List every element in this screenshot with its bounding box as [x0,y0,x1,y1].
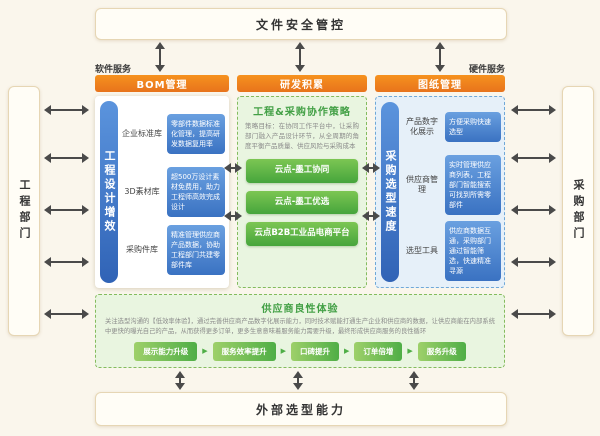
hardware-service-tag: 硬件服务 [468,65,505,75]
double-arrow-vertical-icon [294,42,306,72]
bottom-box-external-selection: 外部选型能力 [95,392,507,426]
header-segment-label: 图纸管理 [418,80,462,91]
step-service-efficiency: 服务效率提升 [212,341,276,361]
top-box-file-security: 文件安全管控 [95,8,507,40]
double-arrow-horizontal-icon [511,204,556,216]
step-arrow-icon: ▶ [202,346,208,355]
right-panel-row: 产品数字化展示 方便采购快速选型 [403,109,501,145]
left-panel-row: 企业标准库 零部件数据标准化管理，提高研发数据复用率 [121,108,225,160]
software-service-tag: 软件服务 [95,65,132,75]
step-service-upgrade: 服务升级 [417,341,466,361]
panel-collaboration-strategy: 工程&采购协作策略 策略目标：在协同工作平台中，让采购部门融入产品设计环节，从全… [237,96,367,288]
panel-engineering-design: 工程设计增效 企业标准库 零部件数据标准化管理，提高研发数据复用率 3D素材库 … [95,96,229,288]
strategy-title: 工程&采购协作策略 [253,107,351,118]
step-display-upgrade: 展示能力升级 [134,341,198,361]
top-box-label: 文件安全管控 [255,17,346,32]
row-desc-box: 超500万设计素材免费用，助力工程师高效完成设计 [167,166,225,218]
pill-procurement-selection-speed: 采购选型速度 [381,102,399,282]
header-segment-label: BOM管理 [136,80,188,91]
row-desc-box: 精准管理供应商产品数据，协助工程部门共建零部件库 [167,224,225,276]
double-arrow-horizontal-icon [224,162,242,174]
left-panel-row: 3D素材库 超500万设计素材免费用，助力工程师高效完成设计 [121,166,225,218]
step-arrow-icon: ▶ [344,346,350,355]
double-arrow-horizontal-icon [362,210,380,222]
pill-engineering-design-efficiency: 工程设计增效 [100,101,118,283]
step-reputation: 口碑提升 [291,341,339,361]
row-label: 企业标准库 [122,128,162,138]
double-arrow-horizontal-icon [511,308,556,320]
header-segment-rnd: 研发积累 [237,75,367,92]
double-arrow-horizontal-icon [44,152,89,164]
double-arrow-vertical-icon [154,42,166,72]
double-arrow-horizontal-icon [44,204,89,216]
double-arrow-horizontal-icon [224,210,242,222]
row-desc-box: 零部件数据标准化管理，提高研发数据复用率 [167,113,225,155]
panel-procurement-selection: 采购选型速度 产品数字化展示 方便采购快速选型 供应商管理 实时管理供应商列表，… [375,96,505,288]
supplier-experience-title: 供应商良性体验 [261,304,339,315]
supplier-steps: 展示能力升级 ▶ 服务效率提升 ▶ 口碑提升 ▶ 订单倍增 ▶ 服务升级 [105,341,495,361]
double-arrow-horizontal-icon [511,152,556,164]
right-panel-row: 供应商管理 实时管理供应商列表，工程部门智能搜索可找到所需零部件 [403,154,501,216]
double-arrow-horizontal-icon [44,308,89,320]
double-arrow-horizontal-icon [44,104,89,116]
right-box-procurement-dept: 采购部门 [562,86,594,336]
strategy-item-select: 云点-墨工优选 [246,190,358,215]
header-segment-label: 研发积累 [280,80,324,91]
left-box-engineering-dept: 工程部门 [8,86,40,336]
double-arrow-vertical-icon [408,371,420,390]
right-panel-row: 选型工具 供应商数据互通，采购部门通过智能筛选，快速精准寻源 [403,220,501,282]
row-label: 选型工具 [406,245,438,255]
supplier-experience-desc: 关注选型沟通的【低效率体验】，通过完善供应商产品数字化展示能力，同时技术赋能打通… [105,318,495,335]
row-label: 产品数字化展示 [406,116,438,136]
double-arrow-horizontal-icon [511,104,556,116]
row-label: 供应商管理 [406,174,438,194]
strategy-desc: 策略目标：在协同工作平台中，让采购部门融入产品设计环节，从全周期的角度平衡产品质… [245,122,359,151]
panel-supplier-experience: 供应商良性体验 关注选型沟通的【低效率体验】，通过完善供应商产品数字化展示能力，… [95,294,505,368]
step-order-growth: 订单倍增 [354,341,403,361]
double-arrow-horizontal-icon [44,256,89,268]
double-arrow-horizontal-icon [511,256,556,268]
row-desc-box: 方便采购快速选型 [445,111,501,143]
right-box-label: 采购部门 [572,179,585,243]
row-label: 3D素材库 [124,186,160,196]
double-arrow-horizontal-icon [362,162,380,174]
double-arrow-vertical-icon [434,42,446,72]
header-segment-drawing: 图纸管理 [375,75,505,92]
strategy-item-b2b: 云点B2B工业品电商平台 [246,222,358,246]
header-segment-bom: BOM管理 [95,75,229,92]
row-desc-box: 实时管理供应商列表，工程部门智能搜索可找到所需零部件 [445,154,501,216]
left-panel-row: 采购件库 精准管理供应商产品数据，协助工程部门共建零部件库 [121,224,225,276]
bottom-box-label: 外部选型能力 [255,402,346,417]
step-arrow-icon: ▶ [407,346,413,355]
row-label: 采购件库 [126,244,158,254]
left-box-label: 工程部门 [18,179,31,243]
strategy-item-collab: 云点-墨工协同 [246,159,358,183]
double-arrow-vertical-icon [174,371,186,390]
step-arrow-icon: ▶ [280,346,286,355]
double-arrow-vertical-icon [292,371,304,390]
row-desc-box: 供应商数据互通，采购部门通过智能筛选，快速精准寻源 [445,220,501,282]
